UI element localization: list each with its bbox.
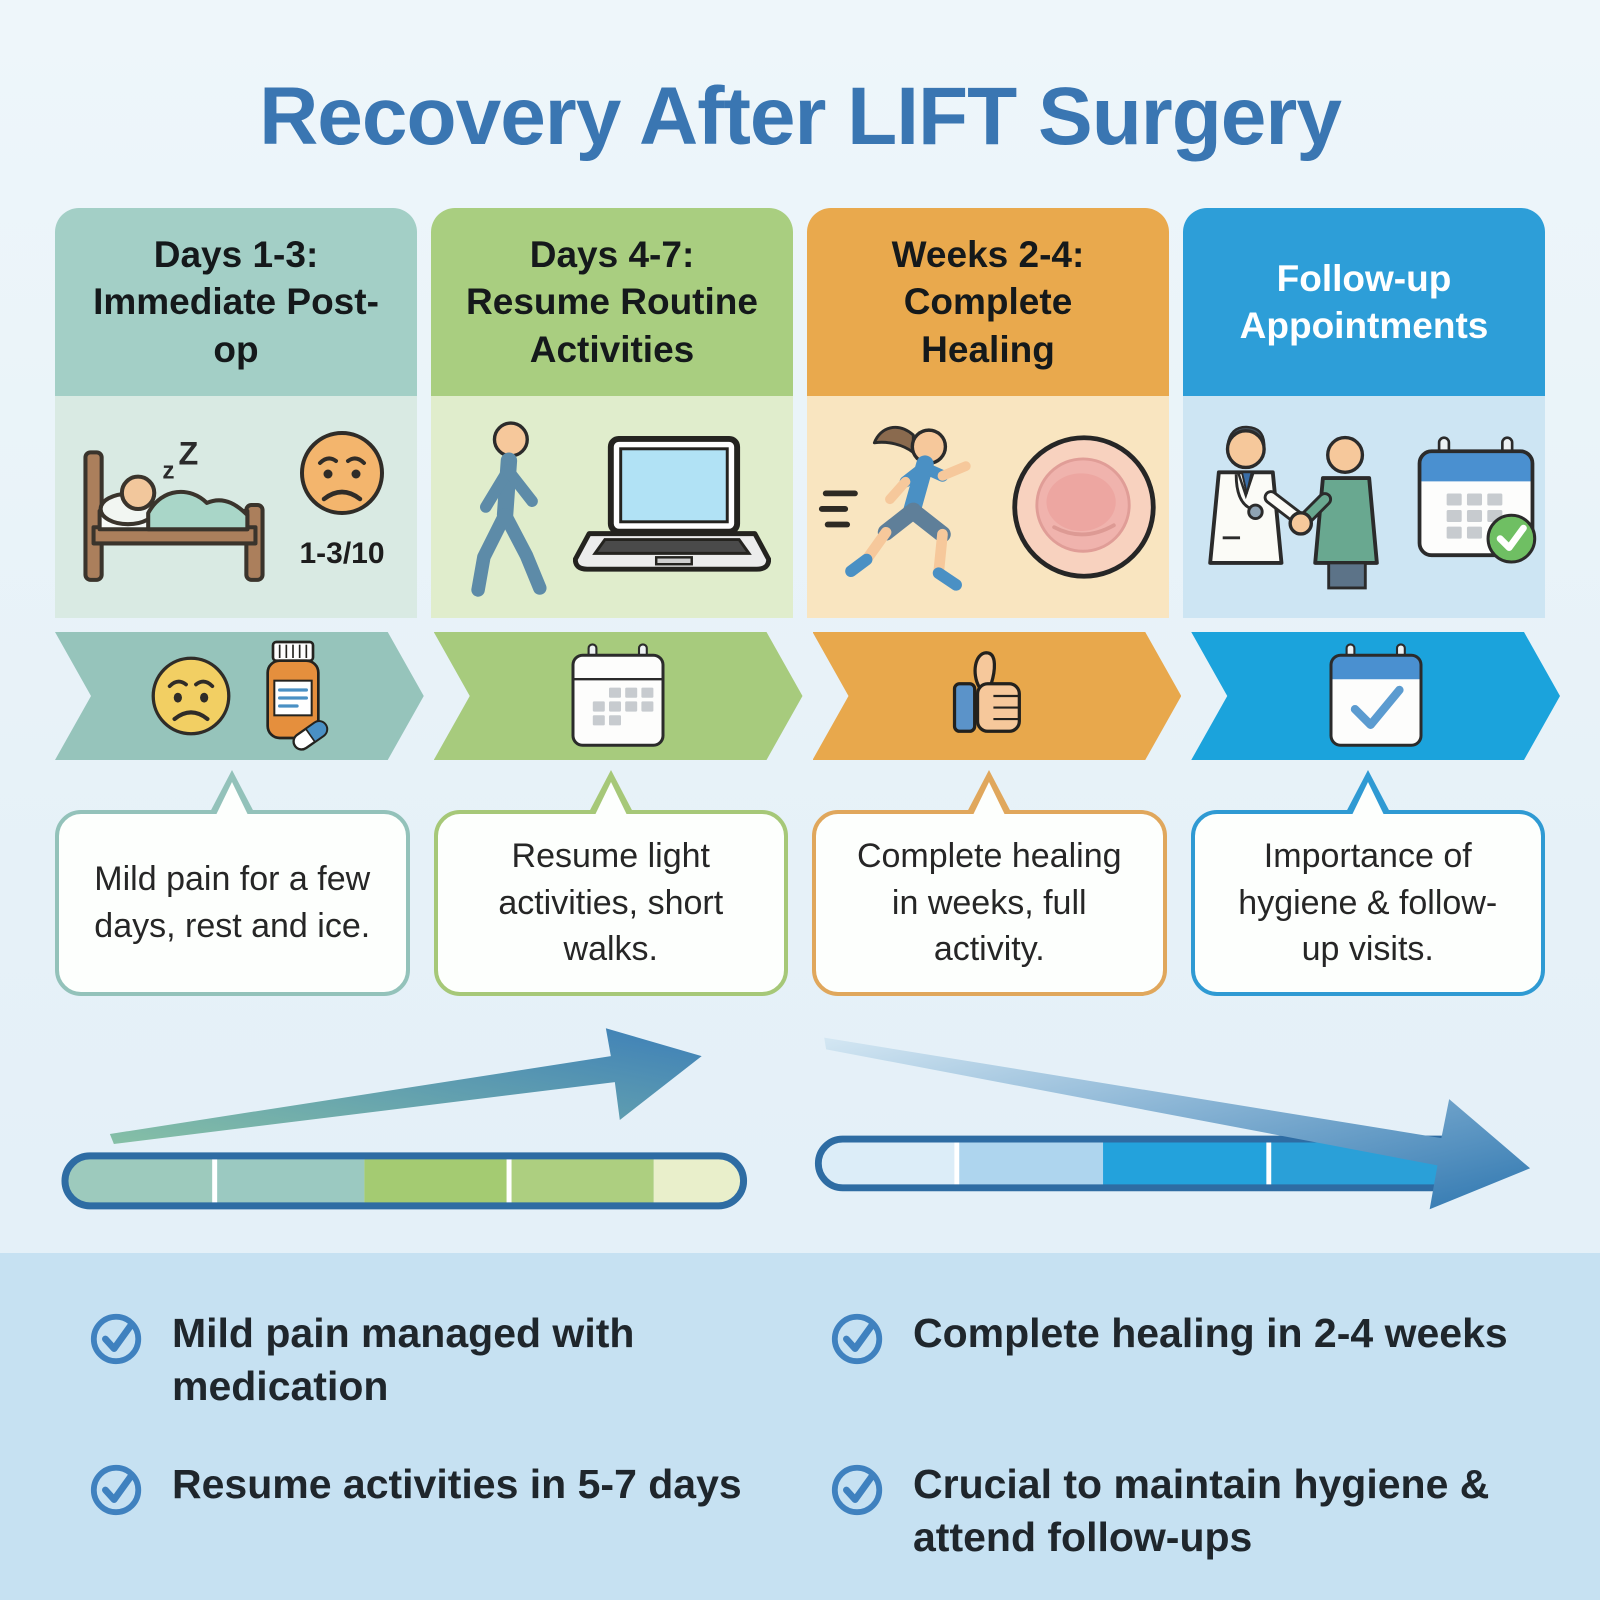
callout-text: Mild pain for a few days, rest and ice. (94, 860, 371, 945)
patient-sleeping-in-bed-icon: z Z (83, 436, 265, 582)
calendar-icon (567, 642, 669, 750)
stage-header: Weeks 2-4: Complete Healing (807, 208, 1169, 396)
checklist-item: Resume activities in 5-7 days (88, 1458, 829, 1565)
declining-arrow (823, 1037, 1530, 1210)
stage-header: Days 4-7: Resume Routine Activities (431, 208, 793, 396)
worried-face-icon: 1-3/10 (299, 431, 385, 570)
callout-stage-3: Complete healing in weeks, full activity… (812, 770, 1167, 996)
stage-column-follow-up: Follow-up Appointments (1183, 208, 1545, 618)
declining-trend-arrow-and-bar (814, 1037, 1530, 1210)
chevron-stage-3 (813, 632, 1182, 760)
doctor-patient-handshake-icon (1208, 425, 1379, 590)
circled-check-icon (90, 1313, 142, 1365)
thumbs-up-icon (941, 642, 1053, 750)
stage-icon-panel (431, 396, 793, 618)
sleep-z-big: Z (179, 436, 199, 472)
checklist-item: Complete healing in 2-4 weeks (829, 1307, 1570, 1414)
callout-stage-2: Resume light activities, short walks. (433, 770, 788, 996)
stage-column-weeks-2-4: Weeks 2-4: Complete Healing (807, 208, 1169, 618)
chevron-stage-2 (434, 632, 803, 760)
calendar-approved-icon (1417, 436, 1537, 564)
circled-check-icon (90, 1464, 142, 1515)
trend-arrows-section (55, 1024, 1545, 1219)
stage-range: Days 4-7: (529, 233, 695, 275)
stage-label: Follow-up Appointments (1239, 257, 1489, 346)
circled-check-icon (831, 1464, 883, 1515)
checklist-item: Mild pain managed with medication (88, 1307, 829, 1414)
laptop-icon (573, 435, 771, 572)
stage-column-days-4-7: Days 4-7: Resume Routine Activities (431, 208, 793, 618)
callout-text: Importance of hygiene & follow-up visits… (1238, 836, 1498, 969)
pain-scale-label: 1-3/10 (299, 537, 384, 570)
stage-icon-panel: z Z 1-3/10 (55, 396, 417, 618)
stage-range: Weeks 2-4: (891, 233, 1085, 275)
checklist-item: Crucial to maintain hygiene & attend fol… (829, 1458, 1570, 1565)
medicine-bottle-icon (253, 638, 333, 754)
stage-header: Days 1-3: Immediate Post-op (55, 208, 417, 396)
stage-icon-panel (1183, 396, 1545, 618)
stage-label: Resume Routine Activities (466, 281, 758, 370)
healed-wound-icon (1012, 435, 1156, 579)
checklist-text: Mild pain managed with medication (172, 1310, 635, 1410)
sleep-z-small: z (162, 458, 174, 485)
rising-arrow (109, 1028, 702, 1144)
callout-stage-1: Mild pain for a few days, rest and ice. (55, 770, 410, 996)
running-woman-icon (818, 425, 971, 591)
chevron-stage-4 (1191, 632, 1560, 760)
recovery-progress-bar-left (64, 1155, 744, 1206)
callout-text: Resume light activities, short walks. (498, 836, 724, 969)
stage-label: Complete Healing (903, 281, 1073, 370)
walking-person-icon (471, 421, 547, 597)
callout-stage-4: Importance of hygiene & follow-up visits… (1190, 770, 1545, 996)
stage-range: Days 1-3: (153, 233, 319, 275)
stage-icon-panel (807, 396, 1169, 618)
checklist-text: Crucial to maintain hygiene & attend fol… (913, 1460, 1490, 1560)
calendar-check-icon (1325, 642, 1427, 750)
page-title: Recovery After LIFT Surgery (259, 71, 1342, 162)
worried-face-icon (145, 650, 237, 742)
chevron-stage-1 (55, 632, 424, 760)
stage-callouts: Mild pain for a few days, rest and ice. … (55, 770, 1545, 996)
stage-column-days-1-3: Days 1-3: Immediate Post-op z Z (55, 208, 417, 618)
checklist-text: Resume activities in 5-7 days (172, 1460, 742, 1507)
rising-trend-arrow-and-bar (61, 1028, 748, 1210)
callout-text: Complete healing in weeks, full activity… (856, 836, 1122, 969)
stage-label: Immediate Post-op (93, 281, 379, 370)
stage-columns: Days 1-3: Immediate Post-op z Z (55, 208, 1545, 618)
timeline-chevron-band (55, 632, 1560, 760)
stage-header: Follow-up Appointments (1183, 208, 1545, 396)
circled-check-icon (831, 1313, 883, 1365)
checklist-text: Complete healing in 2-4 weeks (913, 1310, 1508, 1356)
summary-checklist: Mild pain managed with medication Resume… (0, 1253, 1600, 1600)
